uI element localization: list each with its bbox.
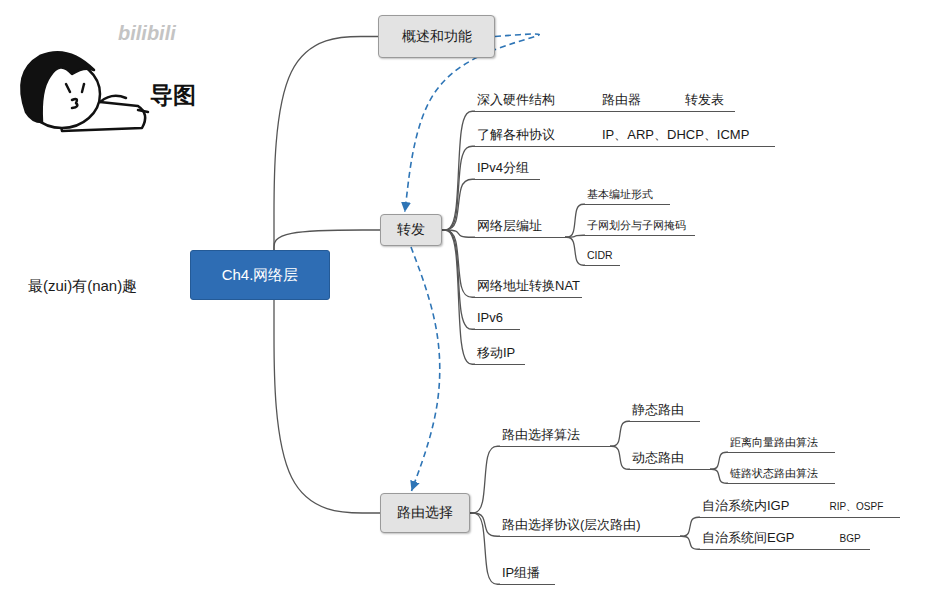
branch-line	[274, 300, 380, 513]
branch-line	[442, 111, 475, 230]
topic-box: 概述和功能	[378, 15, 495, 58]
branch-line	[565, 204, 585, 237]
branch-item: IPv4分组	[475, 160, 540, 180]
dashed-arrow	[405, 34, 539, 212]
node-text: IPv4分组	[477, 160, 529, 176]
branch-line	[680, 536, 700, 549]
branch-item: 自治系统间EGP BGP	[700, 530, 870, 550]
node-subtext: RIP、OSPF	[829, 501, 883, 513]
node-text: IPv6	[477, 310, 503, 326]
branch-line	[442, 179, 475, 230]
branch-line	[565, 237, 585, 265]
node-text: 网络地址转换NAT	[477, 278, 580, 294]
branch-line	[274, 37, 378, 251]
node-text: 概述和功能	[402, 28, 472, 46]
branch-line	[470, 513, 500, 536]
branch-line	[442, 230, 475, 237]
branch-line	[442, 146, 475, 230]
dashed-arrow	[411, 247, 440, 491]
node-text: IP组播	[502, 565, 540, 581]
branch-line	[274, 230, 380, 250]
branch-item: IPv6	[475, 310, 520, 330]
branch-line	[710, 452, 728, 469]
side-note: 最(zui)有(nan)趣	[28, 277, 137, 296]
branch-item: 子网划分与子网掩码	[585, 219, 695, 236]
node-text: 路由选择算法	[502, 427, 580, 443]
node-text: 链路状态路由算法	[730, 467, 818, 480]
node-text: 网络层编址	[477, 218, 542, 234]
branch-line	[470, 513, 500, 584]
node-subtext: 路由器	[602, 92, 641, 108]
branch-item: 路由选择算法	[500, 427, 610, 447]
branch-line	[710, 469, 728, 483]
branch-item: 自治系统内IGP RIP、OSPF	[700, 498, 900, 518]
map-heading: 导图	[150, 80, 196, 111]
branch-line	[442, 230, 475, 364]
branch-item: 动态路由	[630, 450, 710, 470]
branch-item: 路由选择协议(层次路由)	[500, 517, 680, 537]
node-text: 子网划分与子网掩码	[587, 219, 686, 232]
node-subtext: IP、ARP、DHCP、ICMP	[602, 127, 749, 143]
branch-item: 深入硬件结构 路由器 转发表	[475, 92, 735, 112]
branch-line	[610, 446, 630, 469]
node-text: 静态路由	[632, 402, 684, 418]
branch-item: IP组播	[500, 565, 555, 585]
node-subtext: BGP	[839, 533, 860, 545]
branch-line	[680, 517, 700, 536]
branch-line	[610, 421, 630, 446]
node-text: 自治系统内IGP	[702, 498, 789, 514]
branch-item: 基本编址形式	[585, 188, 670, 205]
node-text: 距离向量路由算法	[730, 436, 818, 449]
node-text: 动态路由	[632, 450, 684, 466]
node-text: 基本编址形式	[587, 188, 653, 201]
branch-item: 链路状态路由算法	[728, 467, 835, 484]
node-text: Ch4.网络层	[222, 266, 299, 285]
node-text: 自治系统间EGP	[702, 530, 794, 546]
root-box: Ch4.网络层	[190, 250, 330, 300]
node-text: 深入硬件结构	[477, 92, 555, 108]
branch-item: 距离向量路由算法	[728, 436, 835, 453]
lying-figure	[21, 52, 148, 131]
branch-item: 网络层编址	[475, 218, 565, 238]
watermark: bilibili	[118, 22, 176, 45]
branch-item: 网络地址转换NAT	[475, 278, 582, 298]
node-text: 路由选择	[397, 504, 453, 522]
node-text: 了解各种协议	[477, 127, 555, 143]
branch-item: CIDR	[585, 249, 620, 266]
branch-item: 移动IP	[475, 345, 525, 365]
node-text: 移动IP	[477, 345, 515, 361]
topic-box: 转发	[380, 214, 442, 246]
branch-item: 了解各种协议 IP、ARP、DHCP、ICMP	[475, 127, 775, 147]
branch-line	[442, 230, 475, 329]
node-text: CIDR	[587, 249, 613, 262]
node-subtext: 转发表	[685, 92, 724, 108]
node-text: 转发	[397, 221, 425, 239]
branch-line	[470, 446, 500, 513]
topic-box: 路由选择	[380, 493, 470, 533]
node-text: 路由选择协议(层次路由)	[502, 517, 641, 533]
branch-item: 静态路由	[630, 402, 700, 422]
